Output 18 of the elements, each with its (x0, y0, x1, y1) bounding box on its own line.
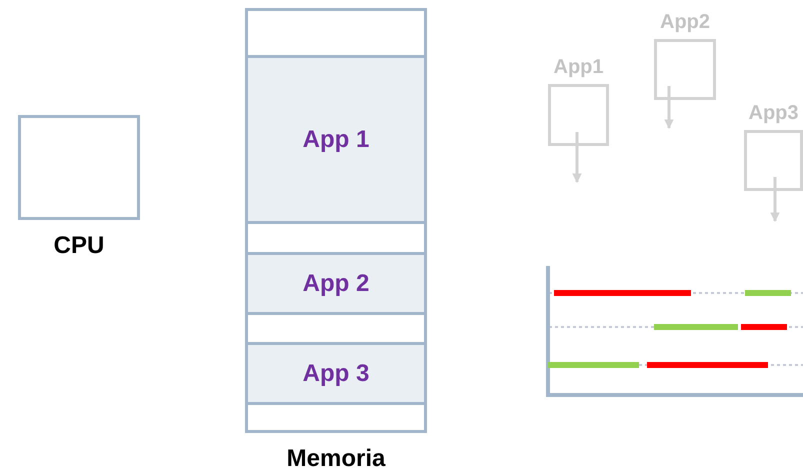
free-memory-block (245, 8, 427, 58)
memory-label: Memoria (286, 445, 386, 473)
arrow (664, 86, 674, 129)
free-memory-block (245, 312, 427, 345)
free-memory-block (245, 402, 427, 433)
app-label: App1 (552, 56, 604, 79)
memory-block (245, 252, 427, 315)
app-label: App 3 (302, 360, 370, 388)
app-label: App 1 (302, 126, 370, 154)
free-memory-block (245, 221, 427, 255)
arrow (572, 132, 582, 183)
memory-block (245, 55, 427, 224)
arrow (770, 177, 780, 222)
app-label: App2 (659, 11, 711, 34)
cpu-label: CPU (52, 232, 106, 260)
app-label: App3 (748, 102, 800, 125)
app-label: App 2 (302, 270, 370, 298)
memory-block (245, 342, 427, 405)
